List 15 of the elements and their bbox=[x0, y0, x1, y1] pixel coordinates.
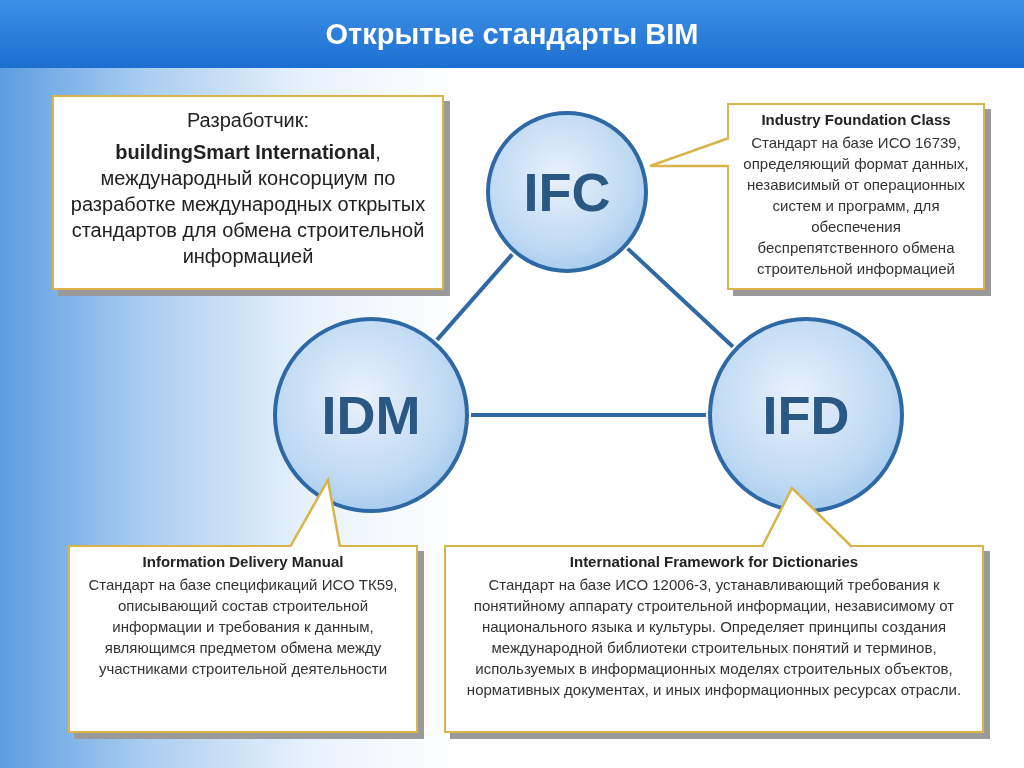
circle-label: IDM bbox=[321, 384, 421, 446]
circle-label: IFC bbox=[523, 161, 611, 223]
heading: Information Delivery Manual bbox=[141, 553, 345, 570]
heading: International Framework for Dictionaries bbox=[568, 553, 860, 570]
description: buildingSmart International, международный консорциум по разработке международных открытых стандартов для обмена строительной информацией bbox=[69, 140, 427, 269]
heading: Разработчик: bbox=[185, 108, 311, 133]
connector-line bbox=[626, 247, 735, 349]
description: Стандарт на базе ИСО 12006-3, устанавливающий требования к понятийному аппарату строительной информации, независимому от национального языка и культуры. Определяет принципы создания международной библиотеки строительных понятий и терминов, используемых в информационных моделях строительных объектов, нормативных документах, и иных информационных ресурсах отрасли. bbox=[465, 575, 963, 700]
description: Стандарт на базе спецификаций ИСО ТК59, описывающий состав строительной информации и требования к данным, являющимся предметом обмена между участниками строительной деятельности bbox=[87, 575, 399, 679]
description: Стандарт на базе ИСО 16739, определяющий формат данных, независимый от операционных систем и программ, для обеспечения беспрепятственного обмена строительной информацией bbox=[742, 133, 970, 279]
heading: Industry Foundation Class bbox=[760, 111, 952, 128]
connector-line bbox=[471, 413, 706, 417]
circle-label: IFD bbox=[762, 384, 850, 446]
connector-line bbox=[435, 253, 514, 342]
title: Открытые стандарты BIM bbox=[325, 17, 699, 51]
